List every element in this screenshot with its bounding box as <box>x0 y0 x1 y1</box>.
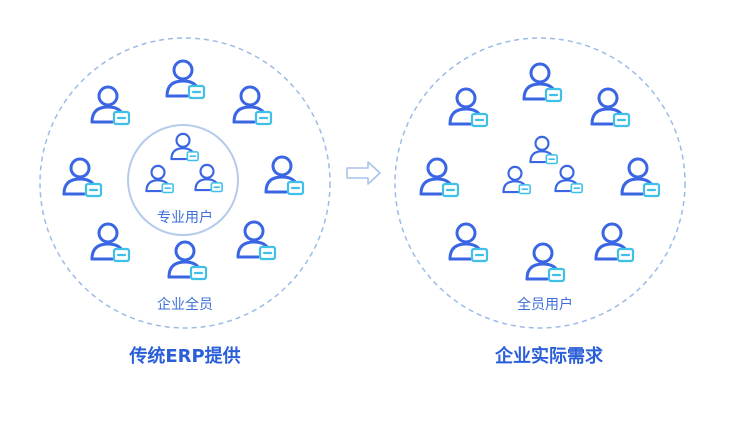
user-icon <box>236 220 277 261</box>
user-icon <box>232 85 273 126</box>
user-icon <box>145 164 175 194</box>
user-icon <box>448 222 489 263</box>
user-icon <box>62 157 103 198</box>
right-group-circle <box>394 37 686 329</box>
user-icon <box>620 157 661 198</box>
user-icon <box>419 157 460 198</box>
user-icon <box>90 222 131 263</box>
user-icon <box>264 155 305 196</box>
user-icon <box>170 132 200 162</box>
left-caption: 传统ERP提供 <box>129 346 241 367</box>
user-icon <box>554 164 584 194</box>
right-arrow-icon <box>346 161 381 185</box>
left-circle-label: 企业全员 <box>157 297 213 313</box>
inner-group-circle <box>127 124 239 236</box>
user-icon <box>502 165 532 195</box>
inner-circle-label: 专业用户 <box>157 210 213 226</box>
user-icon <box>594 222 635 263</box>
right-circle-label: 全员用户 <box>517 297 573 313</box>
user-icon <box>529 135 559 165</box>
user-icon <box>525 242 566 283</box>
user-icon <box>165 59 206 100</box>
user-icon <box>448 87 489 128</box>
user-icon <box>522 62 563 103</box>
user-icon <box>167 240 208 281</box>
user-icon <box>590 87 631 128</box>
user-icon <box>90 85 131 126</box>
left-group-circle <box>39 37 331 329</box>
right-caption: 企业实际需求 <box>495 346 603 367</box>
user-icon <box>194 163 224 193</box>
